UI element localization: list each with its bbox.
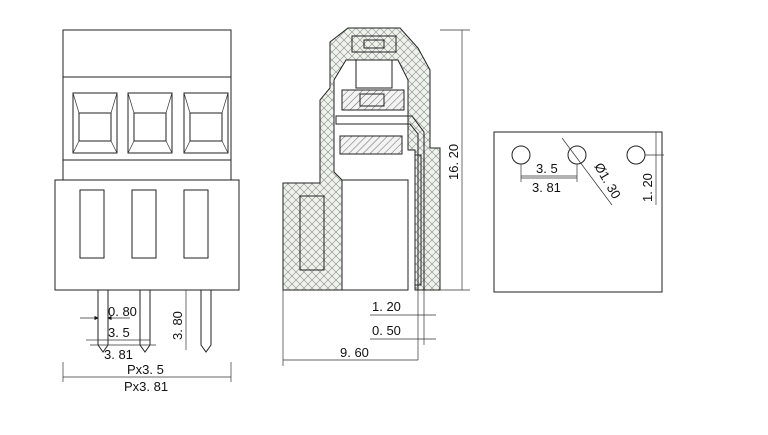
pin-hole-3 — [626, 145, 646, 165]
dim-pin-pitch-b: 3. 81 — [104, 347, 133, 362]
pin-right — [200, 290, 212, 353]
dim-hole-dia: Ø1. 30 — [591, 160, 624, 201]
front-view: 0. 80 3. 5 3. 81 3. 80 Px3. 5 Px3. 81 — [54, 29, 240, 394]
dim-total-a: Px3. 5 — [127, 362, 164, 377]
dim-hole-offset: 1. 20 — [640, 173, 655, 202]
side-body-inner — [341, 179, 409, 291]
front-body-top — [62, 29, 232, 181]
dim-bottom-pitch-a: 3. 5 — [536, 161, 558, 176]
front-body-bottom — [54, 179, 240, 291]
dim-side-height: 16. 20 — [446, 144, 461, 180]
dim-pin-width: 0. 80 — [108, 304, 137, 319]
clamp-block — [339, 135, 403, 155]
dim-bottom-pitch-b: 3. 81 — [532, 180, 561, 195]
bottom-view: 3. 5 3. 81 Ø1. 30 1. 20 — [493, 131, 664, 293]
pin-mid — [139, 290, 151, 353]
screw-thread — [341, 89, 405, 111]
screw-window-2 — [127, 92, 173, 154]
bottom-outline — [493, 131, 663, 293]
side-view: 16. 20 1. 20 0. 50 9. 60 — [282, 27, 470, 366]
dim-pin-offset: 0. 50 — [372, 323, 401, 338]
dim-pin-thickness: 1. 20 — [372, 299, 401, 314]
screw-body — [355, 59, 393, 89]
pin-hole-2 — [567, 145, 587, 165]
screw-window-3 — [183, 92, 229, 154]
screw-window-1 — [72, 92, 118, 154]
dim-side-width: 9. 60 — [340, 345, 369, 360]
dim-pin-length: 3. 80 — [170, 311, 185, 340]
dim-pin-pitch-a: 3. 5 — [108, 325, 130, 340]
pin-left — [97, 290, 109, 353]
pin-hole-1 — [511, 145, 531, 165]
dim-total-b: Px3. 81 — [124, 379, 168, 394]
screw-head — [351, 35, 397, 53]
side-housing — [282, 27, 441, 291]
